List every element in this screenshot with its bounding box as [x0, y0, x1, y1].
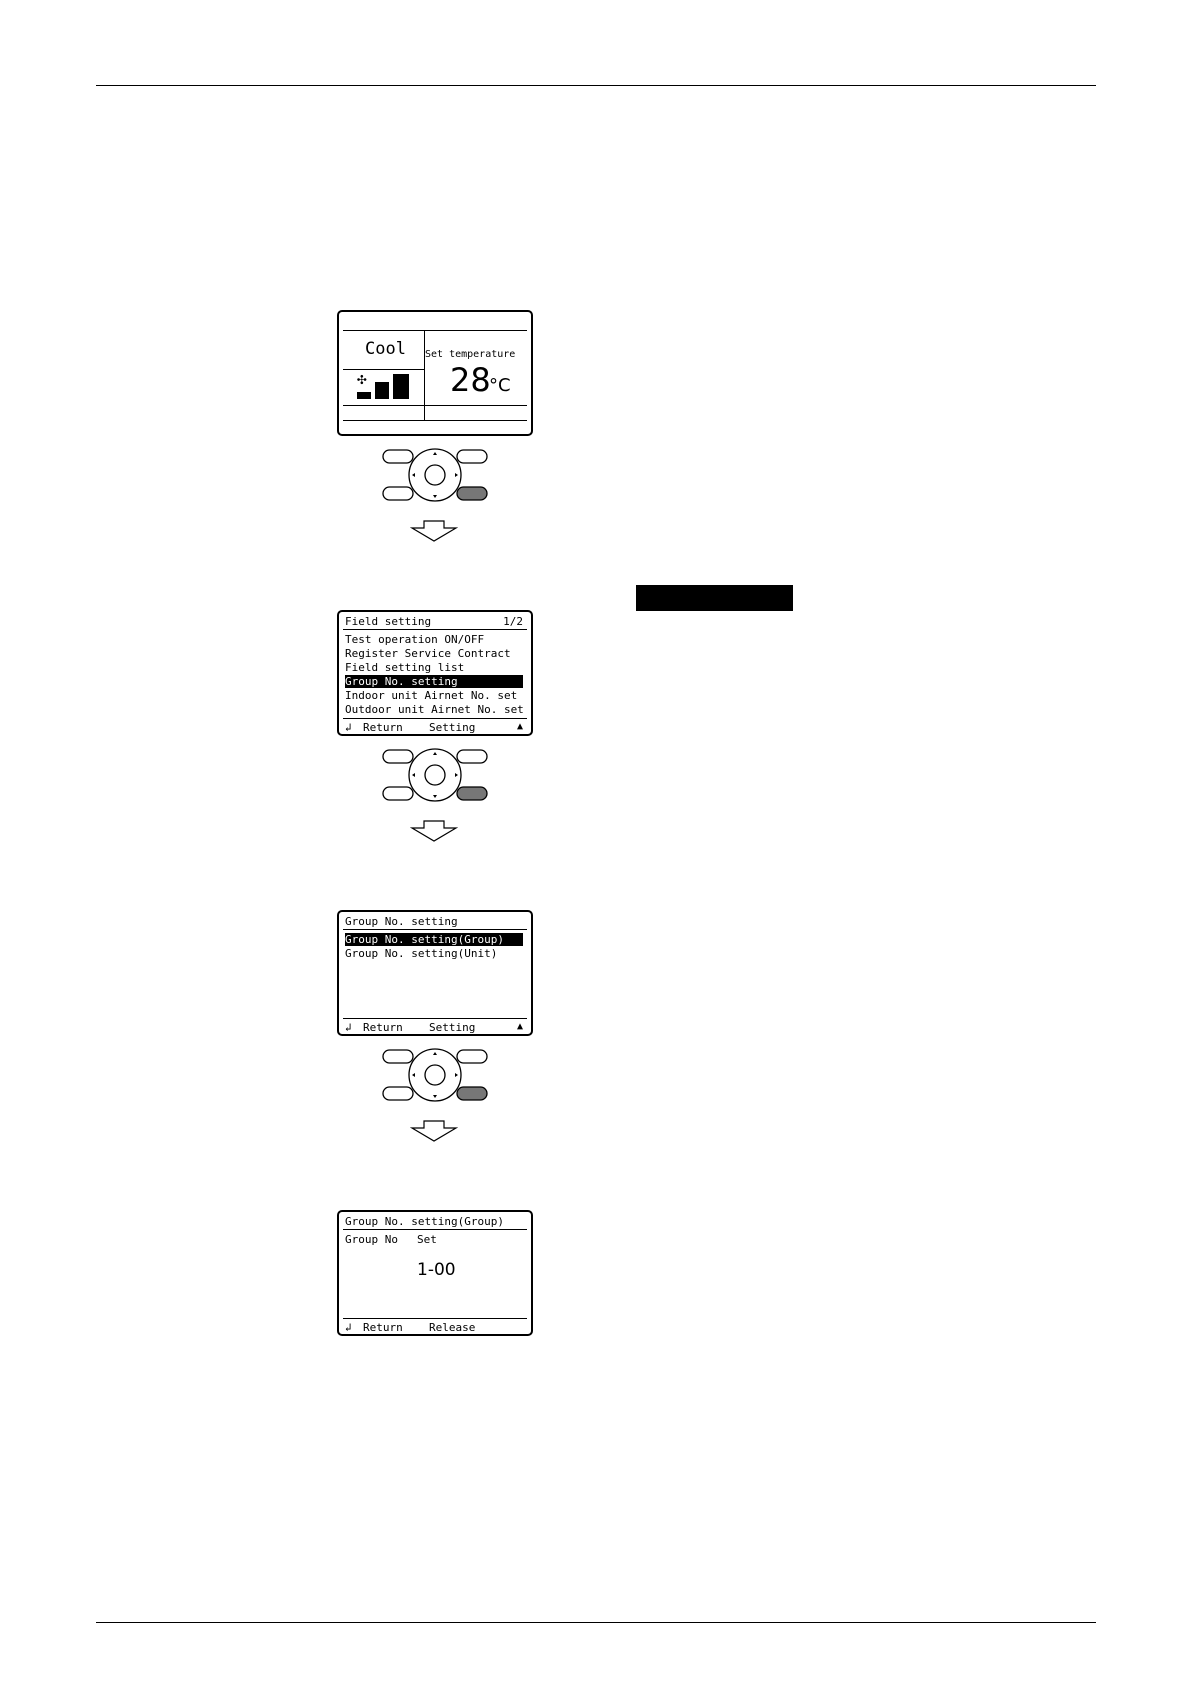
- footer-return-label: Return: [363, 1321, 403, 1334]
- right-arrow-icon: [455, 773, 458, 777]
- enter-button[interactable]: [456, 786, 488, 801]
- bottom-rule: [96, 1622, 1096, 1623]
- fan-icon: ✣: [357, 369, 367, 388]
- control-pad[interactable]: [380, 740, 490, 810]
- on-off-button[interactable]: [456, 749, 488, 764]
- display-group-value-screen: Group No. setting(Group) Group No Set 1-…: [337, 1210, 533, 1336]
- menu-item[interactable]: Field setting list: [345, 661, 465, 674]
- down-arrow-icon: [433, 795, 437, 798]
- left-arrow-icon: [412, 473, 415, 477]
- group-no-label: Group No: [345, 1233, 398, 1246]
- center-button[interactable]: [424, 464, 446, 486]
- control-pad[interactable]: [380, 1040, 490, 1110]
- cancel-button[interactable]: [382, 786, 414, 801]
- display-field-setting-screen: Field setting 1/2 Test operation ON/OFF …: [337, 610, 533, 736]
- screen-title: Group No. setting: [345, 915, 458, 928]
- display-group-setting-screen: Group No. setting Group No. setting(Grou…: [337, 910, 533, 1036]
- enter-button[interactable]: [456, 486, 488, 501]
- top-rule: [96, 85, 1096, 86]
- up-down-icon: ▲: [516, 1021, 523, 1032]
- center-button[interactable]: [424, 764, 446, 786]
- menu-item[interactable]: Group No. setting(Unit): [345, 947, 498, 960]
- enter-button[interactable]: [456, 1086, 488, 1101]
- footer-return-label: Return: [363, 721, 403, 734]
- down-arrow-icon: [433, 495, 437, 498]
- up-arrow-icon: [433, 452, 437, 455]
- down-arrow-icon: [433, 1095, 437, 1098]
- center-button[interactable]: [424, 1064, 446, 1086]
- set-temperature-label: Set temperature: [425, 349, 516, 360]
- down-flow-arrow-icon: [410, 1120, 458, 1142]
- footer-action-label: Setting: [429, 721, 476, 734]
- menu-button[interactable]: [382, 749, 414, 764]
- left-arrow-icon: [412, 1073, 415, 1077]
- menu-item[interactable]: Outdoor unit Airnet No. set: [345, 703, 524, 716]
- temperature-value: 28: [450, 361, 491, 399]
- menu-item[interactable]: Register Service Contract: [345, 647, 511, 660]
- footer-action-label: Release: [429, 1321, 476, 1334]
- cancel-button[interactable]: [382, 486, 414, 501]
- left-arrow-icon: [412, 773, 415, 777]
- menu-item-selected[interactable]: Group No. setting(Group): [345, 933, 523, 946]
- note-label-bar: [636, 585, 793, 611]
- return-icon: ↲: [345, 1021, 352, 1034]
- menu-item-selected[interactable]: Group No. setting: [345, 675, 523, 688]
- page-indicator: 1/2: [503, 615, 523, 628]
- cancel-button[interactable]: [382, 1086, 414, 1101]
- mode-label: Cool: [365, 339, 406, 359]
- menu-item[interactable]: Indoor unit Airnet No. set: [345, 689, 518, 702]
- on-off-button[interactable]: [456, 1049, 488, 1064]
- temperature-unit: °C: [489, 375, 511, 396]
- footer-action-label: Setting: [429, 1021, 476, 1034]
- menu-button[interactable]: [382, 449, 414, 464]
- up-arrow-icon: [433, 752, 437, 755]
- menu-item[interactable]: Test operation ON/OFF: [345, 633, 485, 646]
- group-number-value[interactable]: 1-00: [417, 1260, 456, 1280]
- display-main-screen: Cool ✣ Set temperature 28 °C: [337, 310, 533, 436]
- right-arrow-icon: [455, 473, 458, 477]
- return-icon: ↲: [345, 721, 352, 734]
- footer-return-label: Return: [363, 1021, 403, 1034]
- control-pad[interactable]: [380, 440, 490, 510]
- right-arrow-icon: [455, 1073, 458, 1077]
- on-off-button[interactable]: [456, 449, 488, 464]
- return-icon: ↲: [345, 1321, 352, 1334]
- screen-title: Group No. setting(Group): [345, 1215, 504, 1228]
- down-flow-arrow-icon: [410, 820, 458, 842]
- set-label: Set: [417, 1233, 437, 1246]
- screen-title: Field setting: [345, 615, 432, 628]
- menu-button[interactable]: [382, 1049, 414, 1064]
- up-arrow-icon: [433, 1052, 437, 1055]
- up-down-icon: ▲: [516, 721, 523, 732]
- down-flow-arrow-icon: [410, 520, 458, 542]
